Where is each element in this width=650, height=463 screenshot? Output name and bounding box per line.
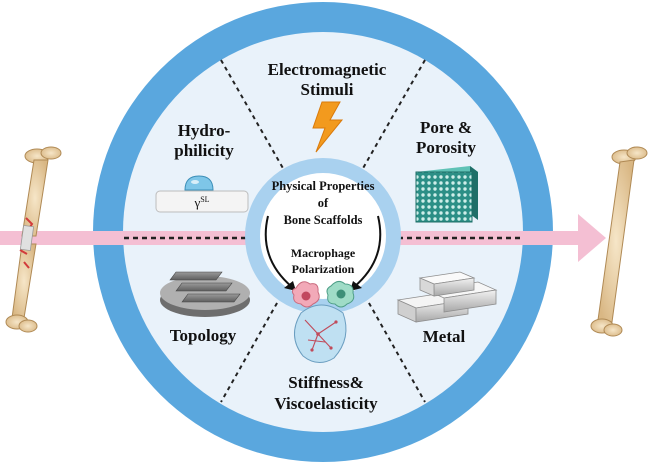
pore-label-line-1: Pore & xyxy=(420,118,472,137)
divider-upper-right xyxy=(361,59,426,171)
center-title-line-2: of xyxy=(318,196,329,210)
sector-dividers xyxy=(220,59,426,403)
center-core xyxy=(260,173,386,299)
left-curved-arrow xyxy=(264,215,293,288)
grooved-topology-icon xyxy=(160,271,250,317)
gamma-symbol: γ xyxy=(193,195,200,210)
hydrogel-network-icon xyxy=(294,304,347,363)
healed-bone-icon xyxy=(590,146,648,337)
hydrophilicity-label-line-2: philicity xyxy=(174,141,234,160)
hydrophilicity-label-line-1: Hydro- xyxy=(178,121,231,140)
center-title-line-3: Bone Scaffolds xyxy=(284,213,363,227)
lightning-bolt-icon xyxy=(312,101,344,153)
polarization-arrows xyxy=(264,215,382,288)
right-curved-arrow xyxy=(353,215,382,288)
center-title-line-1: Physical Properties xyxy=(272,179,375,193)
center-subtitle-line-2: Polarization xyxy=(292,262,355,276)
fractured-bone-icon xyxy=(5,146,62,333)
topology-label: Topology xyxy=(170,326,237,345)
center-subtitle-line-1: Macrophage xyxy=(291,246,356,260)
stiffness-label-line-2: Viscoelasticity xyxy=(274,394,378,413)
arrowhead xyxy=(578,214,606,262)
pore-label-line-2: Porosity xyxy=(416,138,477,157)
electromagnetic-label-line-2: Stimuli xyxy=(301,80,354,99)
metal-label: Metal xyxy=(423,327,466,346)
contact-angle-symbol: γSL xyxy=(193,195,209,210)
substrate-plate xyxy=(155,190,249,213)
metal-ingots-icon xyxy=(396,271,498,323)
left-arrowhead xyxy=(284,281,296,291)
macrophage-cells-icon xyxy=(291,280,355,308)
divider-upper-left xyxy=(220,59,285,171)
electromagnetic-label-line-1: Electromagnetic xyxy=(268,60,387,79)
stiffness-label-line-1: Stiffness& xyxy=(288,373,364,392)
gamma-superscript: SL xyxy=(200,195,209,204)
water-droplet-icon xyxy=(184,175,214,191)
porous-scaffold-icon xyxy=(415,166,478,223)
